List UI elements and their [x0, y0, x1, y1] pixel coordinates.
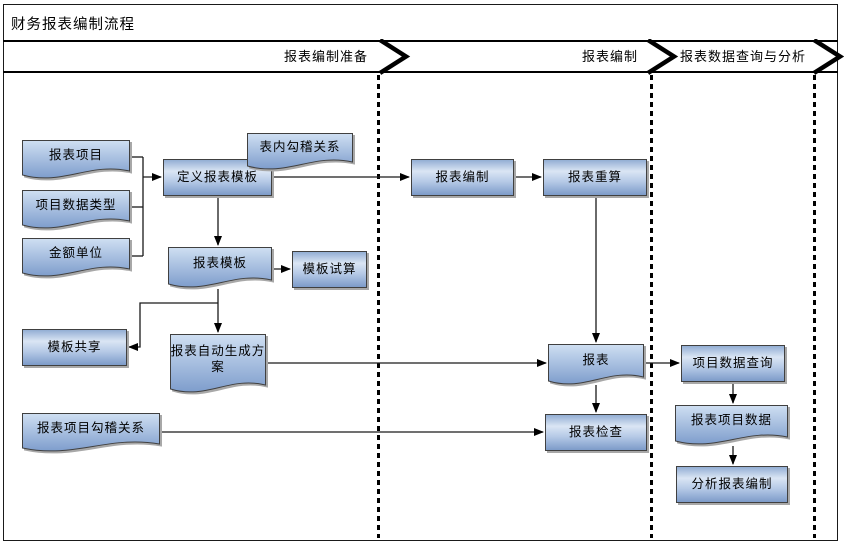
node-report-item-check-relation: 报表项目勾稽关系	[22, 413, 160, 455]
document-shape	[22, 238, 130, 277]
document-shape	[247, 133, 353, 170]
lane-header-preparation: 报表编制准备	[283, 49, 368, 64]
node-report-recalc: 报表重算	[543, 159, 647, 196]
node-auto-generate-plan: 报表自动生成方案	[170, 334, 266, 396]
node-report-check: 报表检查	[545, 414, 647, 451]
diagram-border	[3, 4, 838, 541]
node-label: 定义报表模板	[176, 169, 258, 184]
node-label: 报表项目勾稽关系	[36, 420, 145, 435]
node-label: 金额单位	[48, 245, 103, 260]
diagram-title: 财务报表编制流程	[11, 17, 135, 33]
document-shape	[22, 190, 130, 229]
node-label: 报表自动生成方案	[170, 343, 266, 374]
chevron-icon	[378, 39, 411, 75]
node-amount-unit: 金额单位	[22, 238, 130, 280]
node-template-share: 模板共享	[22, 329, 127, 366]
chevron-icon	[812, 39, 844, 75]
node-label: 报表重算	[567, 169, 622, 184]
node-item-data-query: 项目数据查询	[681, 345, 785, 382]
node-intra-table-check-relation: 表内勾稽关系	[247, 133, 353, 173]
node-label: 项目数据类型	[35, 197, 117, 212]
lane-divider-1	[377, 75, 380, 538]
node-analysis-report-compile: 分析报表编制	[676, 466, 788, 503]
document-shape	[22, 140, 130, 179]
chevron-icon	[646, 39, 679, 75]
lane-divider-3	[813, 75, 816, 538]
node-label: 报表	[582, 352, 610, 367]
node-label: 报表模板	[192, 255, 247, 270]
document-shape	[22, 413, 160, 452]
node-report-items: 报表项目	[22, 140, 130, 182]
node-label: 表内勾稽关系	[259, 139, 341, 154]
node-template-trial: 模板试算	[292, 251, 367, 288]
node-label: 报表检查	[568, 424, 623, 439]
node-report-item-data: 报表项目数据	[675, 405, 788, 448]
node-label: 项目数据查询	[692, 355, 774, 370]
node-label: 模板共享	[47, 339, 102, 354]
node-label: 报表项目	[48, 147, 103, 162]
document-shape	[675, 405, 788, 445]
node-item-data-type: 项目数据类型	[22, 190, 130, 232]
lane-header-compilation: 报表编制	[581, 49, 638, 64]
node-label: 报表编制	[435, 169, 490, 184]
document-shape	[548, 344, 644, 385]
phase-header-band	[3, 40, 838, 73]
lane-header-query-analysis: 报表数据查询与分析	[679, 49, 806, 64]
document-shape	[170, 334, 266, 393]
lane-divider-2	[650, 75, 653, 538]
node-label: 分析报表编制	[691, 476, 773, 491]
node-report-template: 报表模板	[168, 247, 272, 291]
node-report: 报表	[548, 344, 644, 388]
node-label: 模板试算	[302, 261, 357, 276]
node-report-compile: 报表编制	[411, 159, 514, 196]
document-shape	[168, 247, 272, 288]
node-label: 报表项目数据	[690, 413, 772, 428]
